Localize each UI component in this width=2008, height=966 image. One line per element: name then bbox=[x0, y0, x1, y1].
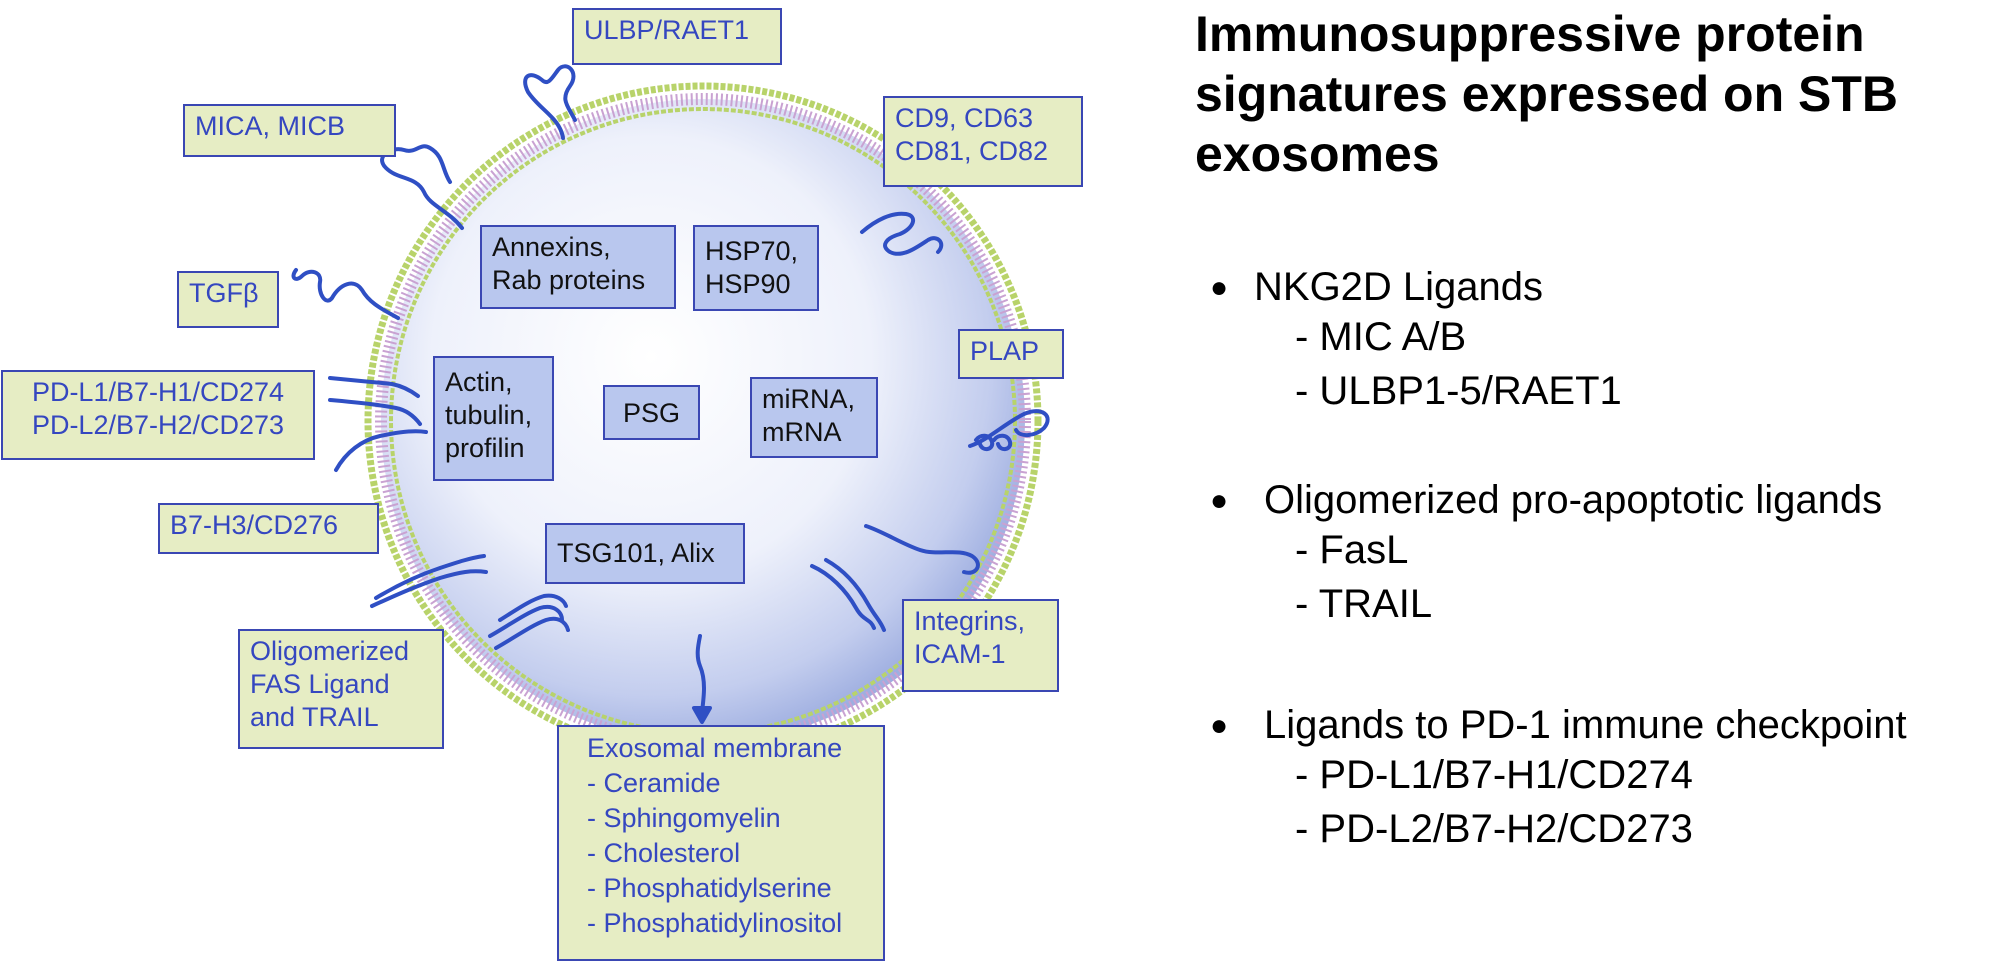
slide-title: Immunosuppressive protein signatures exp… bbox=[1195, 6, 1899, 182]
label-actin: Actin, tubulin, profilin bbox=[433, 356, 554, 481]
mica-protein bbox=[380, 144, 464, 230]
bullet-icon: ● bbox=[1210, 270, 1229, 304]
label-tgfb: TGFβ bbox=[177, 271, 279, 328]
protein-strands bbox=[291, 64, 1050, 724]
section-item: - PD-L2/B7-H2/CD273 bbox=[1295, 807, 1693, 851]
label-pd-ligands: PD-L1/B7-H1/CD274 PD-L2/B7-H2/CD273 bbox=[1, 370, 315, 460]
section-item: - MIC A/B bbox=[1295, 315, 1467, 359]
label-tsg101: TSG101, Alix bbox=[545, 523, 745, 584]
section-heading: Ligands to PD-1 immune checkpoint bbox=[1264, 703, 1907, 747]
plap-protein bbox=[968, 409, 1050, 448]
tgfb-protein bbox=[291, 268, 400, 320]
label-annexins: Annexins, Rab proteins bbox=[480, 225, 676, 309]
section-item: - FasL bbox=[1295, 528, 1409, 572]
section-heading: NKG2D Ligands bbox=[1254, 265, 1544, 309]
label-integrins: Integrins, ICAM-1 bbox=[902, 599, 1059, 692]
section-item: - PD-L1/B7-H1/CD274 bbox=[1295, 753, 1693, 797]
label-b7h3: B7-H3/CD276 bbox=[158, 503, 379, 554]
pdl-protein-2 bbox=[328, 398, 422, 426]
integrin-protein-1 bbox=[864, 524, 980, 575]
label-mirna: miRNA, mRNA bbox=[750, 377, 878, 458]
fas-protein-5 bbox=[494, 616, 570, 650]
section-heading: Oligomerized pro-apoptotic ligands bbox=[1264, 478, 1883, 522]
plap-loops bbox=[974, 433, 1013, 451]
label-fas-trail: Oligomerized FAS Ligand and TRAIL bbox=[238, 629, 444, 749]
section-nkg2d: ● NKG2D Ligands - MIC A/B - ULBP1-5/RAET… bbox=[1210, 265, 1622, 418]
membrane-pointer-arrowhead bbox=[692, 706, 712, 724]
label-cd-proteins: CD9, CD63 CD81, CD82 bbox=[883, 96, 1083, 187]
fas-protein-1 bbox=[374, 554, 486, 600]
pdl-protein-1 bbox=[328, 376, 420, 398]
fas-protein-2 bbox=[370, 569, 488, 608]
label-exosomal-membrane: Exosomal membrane - Ceramide - Sphingomy… bbox=[557, 725, 885, 961]
section-pro-apoptotic: ● Oligomerized pro-apoptotic ligands - F… bbox=[1210, 478, 1882, 631]
fas-protein-4 bbox=[488, 605, 564, 638]
cd-protein bbox=[860, 211, 944, 256]
label-mica: MICA, MICB bbox=[183, 104, 396, 157]
bullet-icon: ● bbox=[1210, 708, 1229, 742]
membrane-pointer bbox=[695, 634, 706, 714]
pdl-protein-3 bbox=[334, 429, 428, 472]
label-plap: PLAP bbox=[958, 329, 1064, 379]
ulbp-protein bbox=[523, 64, 577, 140]
fas-protein-3 bbox=[498, 593, 568, 622]
section-pd1-checkpoint: ● Ligands to PD-1 immune checkpoint - PD… bbox=[1210, 703, 1907, 856]
integrin-protein-2 bbox=[810, 564, 876, 630]
section-item: - ULBP1-5/RAET1 bbox=[1295, 369, 1622, 413]
label-ulbp: ULBP/RAET1 bbox=[572, 8, 782, 65]
section-item: - TRAIL bbox=[1295, 582, 1433, 626]
label-hsp: HSP70, HSP90 bbox=[693, 225, 819, 311]
label-psg: PSG bbox=[603, 385, 700, 440]
integrin-protein-3 bbox=[824, 558, 886, 632]
bullet-icon: ● bbox=[1210, 483, 1229, 517]
exosome-diagram: ULBP/RAET1 MICA, MICB CD9, CD63 CD81, CD… bbox=[1, 8, 1083, 961]
